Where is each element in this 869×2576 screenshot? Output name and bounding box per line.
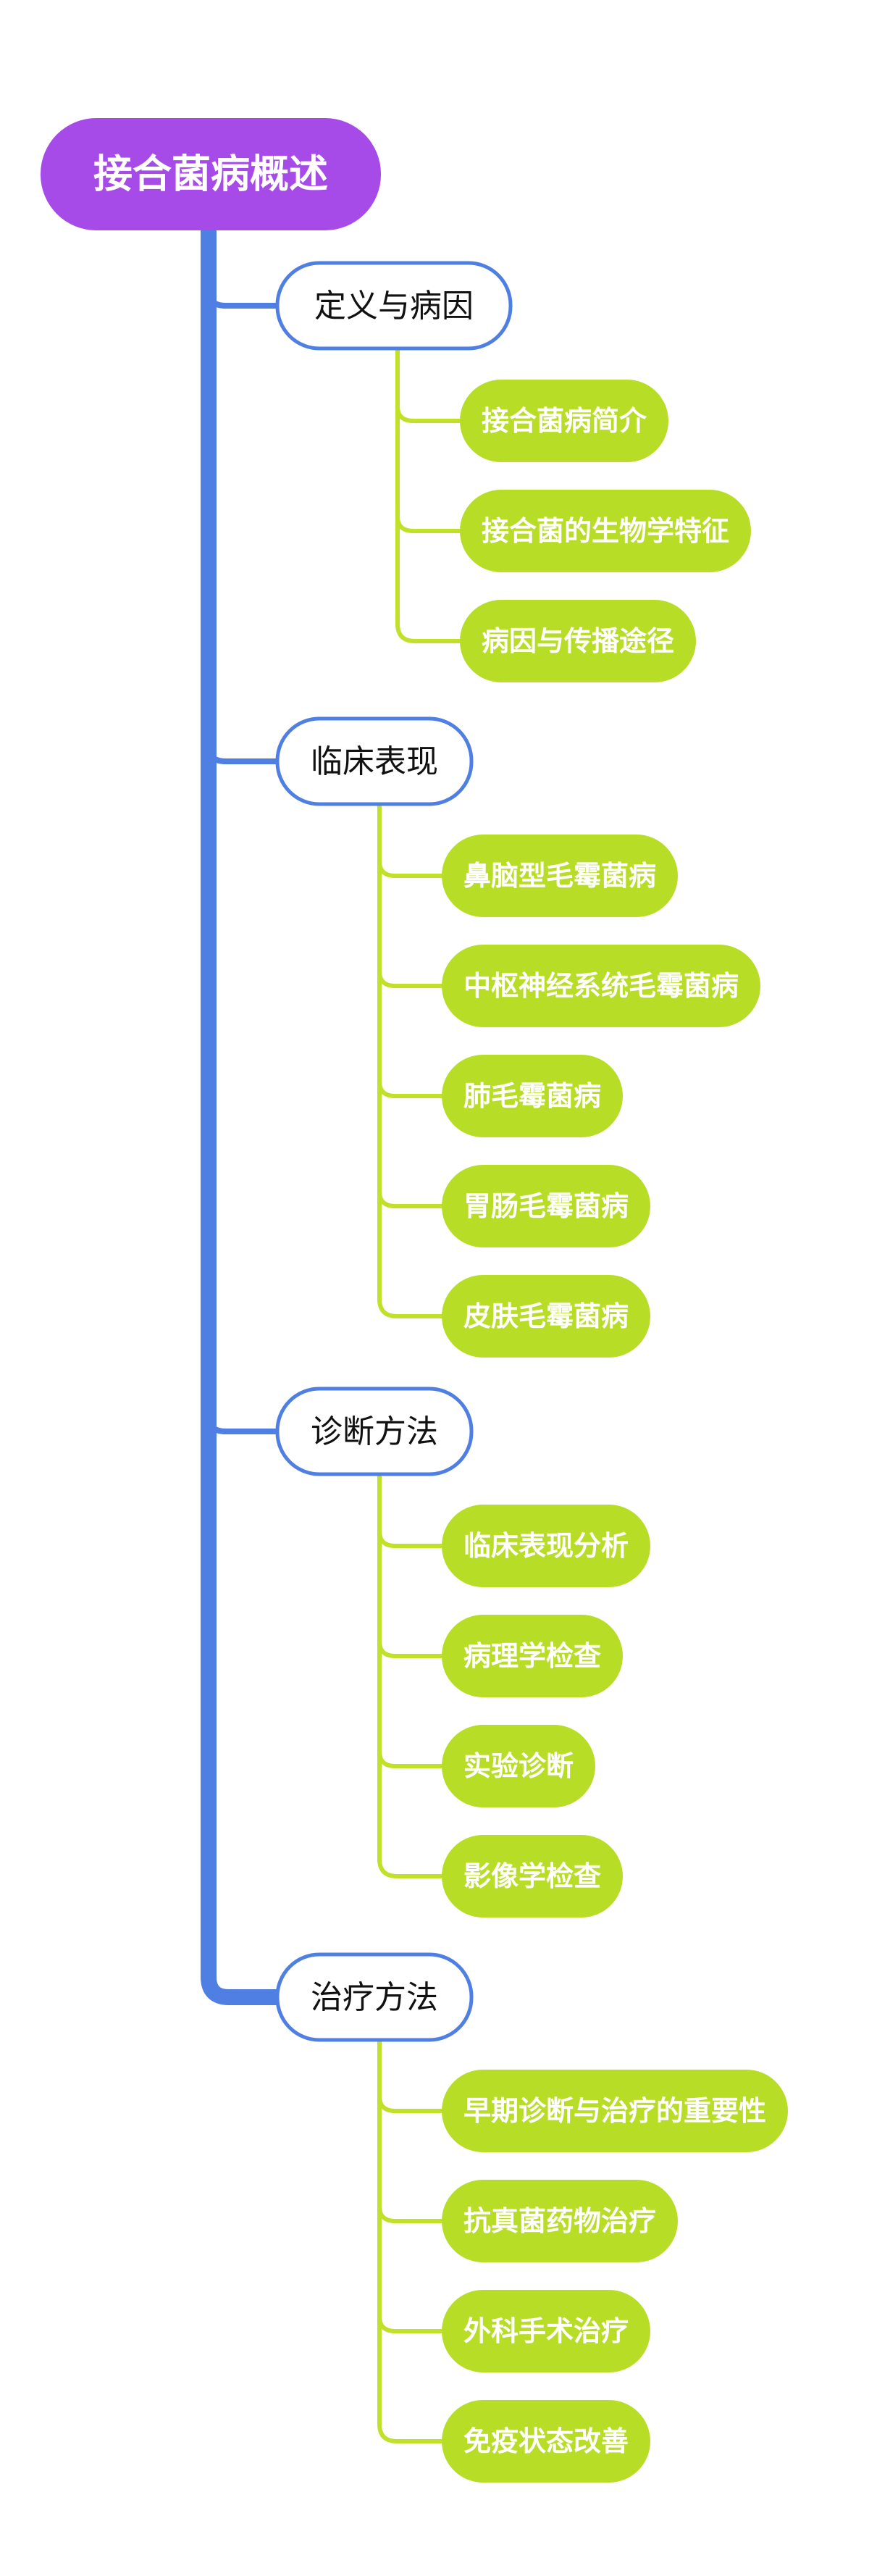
- leaf-node-box: [442, 1165, 650, 1247]
- leaf-node-label: 临床表现分析: [463, 1530, 629, 1562]
- leaf-node-box: [442, 2070, 788, 2152]
- leaf-node-box: [442, 1725, 595, 1807]
- leaf-stem-connector: [377, 2038, 444, 2443]
- leaf-node-label: 免疫状态改善: [463, 2425, 629, 2457]
- root-trunk-connector: [201, 222, 285, 2005]
- leaf-node-box: [442, 1615, 623, 1697]
- branch-node-label: 治疗方法: [311, 1979, 438, 2016]
- leaf-connector: [395, 404, 462, 423]
- root-node-box: [41, 118, 381, 230]
- leaf-node-label: 影像学检查: [463, 1860, 601, 1892]
- branch-node-label: 诊断方法: [311, 1413, 438, 1450]
- leaf-node-box: [442, 1275, 650, 1358]
- leaf-node-label: 外科手术治疗: [463, 2315, 629, 2347]
- leaf-node-label: 接合菌病简介: [482, 405, 647, 437]
- branch-node-label: 临床表现: [311, 743, 438, 780]
- branch-node-box: [275, 1387, 474, 1476]
- leaf-node-label: 肺毛霉菌病: [463, 1080, 601, 1112]
- branch-node-box: [275, 261, 513, 351]
- leaf-node-label: 中枢神经系统毛霉菌病: [463, 970, 739, 1002]
- branch-node-box: [275, 1952, 474, 2042]
- leaf-node-box: [460, 600, 696, 682]
- leaf-connector: [377, 1529, 444, 1548]
- leaf-stem-connector: [377, 1472, 444, 1878]
- leaf-node-label: 接合菌的生物学特征: [482, 515, 729, 547]
- leaf-node-label: 鼻脑型毛霉菌病: [463, 860, 656, 892]
- node-layer: 接合菌病概述定义与病因接合菌病简介接合菌的生物学特征病因与传播途径临床表现鼻脑型…: [41, 118, 788, 2483]
- leaf-connector: [377, 1189, 444, 1208]
- branch-node-box: [275, 716, 474, 806]
- branch-connector: [206, 744, 280, 764]
- leaf-stem-connector: [377, 802, 444, 1318]
- leaf-node-label: 病因与传播途径: [482, 625, 674, 657]
- leaf-connector: [377, 2204, 444, 2223]
- leaf-node-label: 病理学检查: [463, 1640, 601, 1672]
- leaf-node-box: [442, 1835, 623, 1918]
- root-node-title: 接合菌病概述: [93, 151, 328, 197]
- leaf-node-label: 抗真菌药物治疗: [463, 2205, 656, 2237]
- leaf-node-box: [442, 1505, 650, 1587]
- leaf-node-label: 皮肤毛霉菌病: [463, 1300, 629, 1332]
- leaf-node-label: 早期诊断与治疗的重要性: [463, 2095, 766, 2127]
- branch-connector: [206, 288, 280, 309]
- leaf-connector: [377, 859, 444, 878]
- leaf-node-box: [442, 2290, 650, 2372]
- leaf-node-box: [460, 490, 751, 572]
- leaf-node-box: [442, 1055, 623, 1137]
- leaf-node-box: [442, 2400, 650, 2483]
- leaf-node-box: [460, 380, 668, 462]
- leaf-connector: [377, 2314, 444, 2333]
- leaf-stem-connector: [395, 346, 462, 643]
- leaf-node-label: 胃肠毛霉菌病: [463, 1190, 629, 1222]
- leaf-connector: [377, 969, 444, 988]
- leaf-connector: [395, 514, 462, 533]
- leaf-node-box: [442, 2180, 678, 2262]
- connector-layer: [201, 222, 462, 2443]
- leaf-connector: [377, 2094, 444, 2113]
- leaf-node-box: [442, 835, 678, 917]
- leaf-node-label: 实验诊断: [463, 1750, 574, 1782]
- leaf-connector: [377, 1749, 444, 1768]
- leaf-node-box: [442, 945, 760, 1027]
- branch-connector: [206, 1414, 280, 1434]
- leaf-connector: [377, 1079, 444, 1098]
- leaf-connector: [377, 1639, 444, 1658]
- branch-node-label: 定义与病因: [314, 288, 474, 325]
